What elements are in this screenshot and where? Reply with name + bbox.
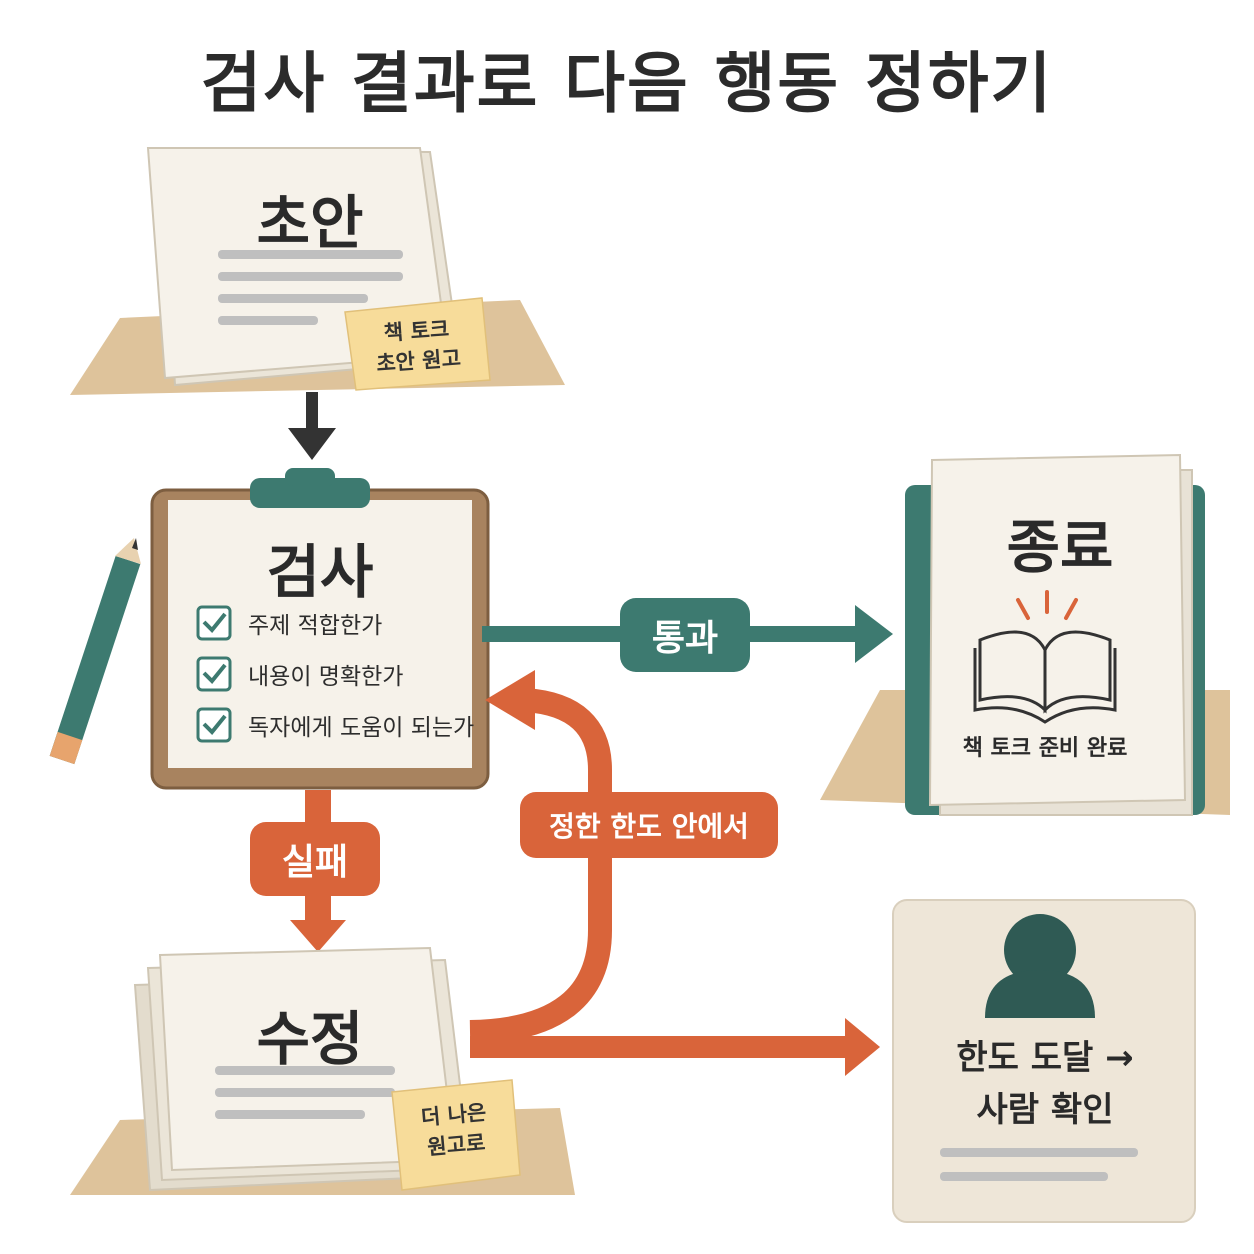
review-heading: 검사 (266, 538, 374, 606)
draft-node (70, 147, 565, 395)
pencil-icon (49, 538, 141, 765)
done-heading: 종료 (1006, 513, 1114, 581)
person-icon (1004, 914, 1076, 986)
revise-heading: 수정 (256, 1005, 364, 1073)
review-check-2: 내용이 명확한가 (198, 654, 403, 694)
human-line-1: 한도 도달 → (956, 1038, 1134, 1078)
human-line-2: 사람 확인 (976, 1090, 1114, 1130)
done-caption: 책 토크 준비 완료 (962, 736, 1128, 761)
draft-heading: 초안 (256, 189, 364, 257)
fail-label: 실패 (250, 822, 380, 896)
revise-sticky-note: 더 나은 원고로 (398, 1095, 513, 1164)
review-check-2-label: 내용이 명확한가 (248, 664, 404, 690)
done-node (820, 453, 1230, 816)
edge-limit (470, 1018, 880, 1076)
arrow-draft-to-review (288, 392, 336, 460)
draft-sticky-note: 책 토크 초안 원고 (353, 312, 482, 381)
review-node (150, 468, 490, 790)
review-check-3: 독자에게 도움이 되는가 (198, 705, 474, 745)
pass-label: 통과 (620, 598, 750, 672)
edge-loop (469, 670, 612, 1044)
review-check-1: 주제 적합한가 (198, 603, 382, 643)
page-title: 검사 결과로 다음 행동 정하기 (200, 45, 1054, 122)
human-node (892, 899, 1196, 1223)
human-caption: 한도 도달 → 사람 확인 (900, 1032, 1190, 1136)
revise-node (70, 946, 575, 1195)
loop-label: 정한 한도 안에서 (520, 792, 778, 858)
review-check-1-label: 주제 적합한가 (248, 613, 383, 639)
review-check-3-label: 독자에게 도움이 되는가 (248, 715, 475, 741)
